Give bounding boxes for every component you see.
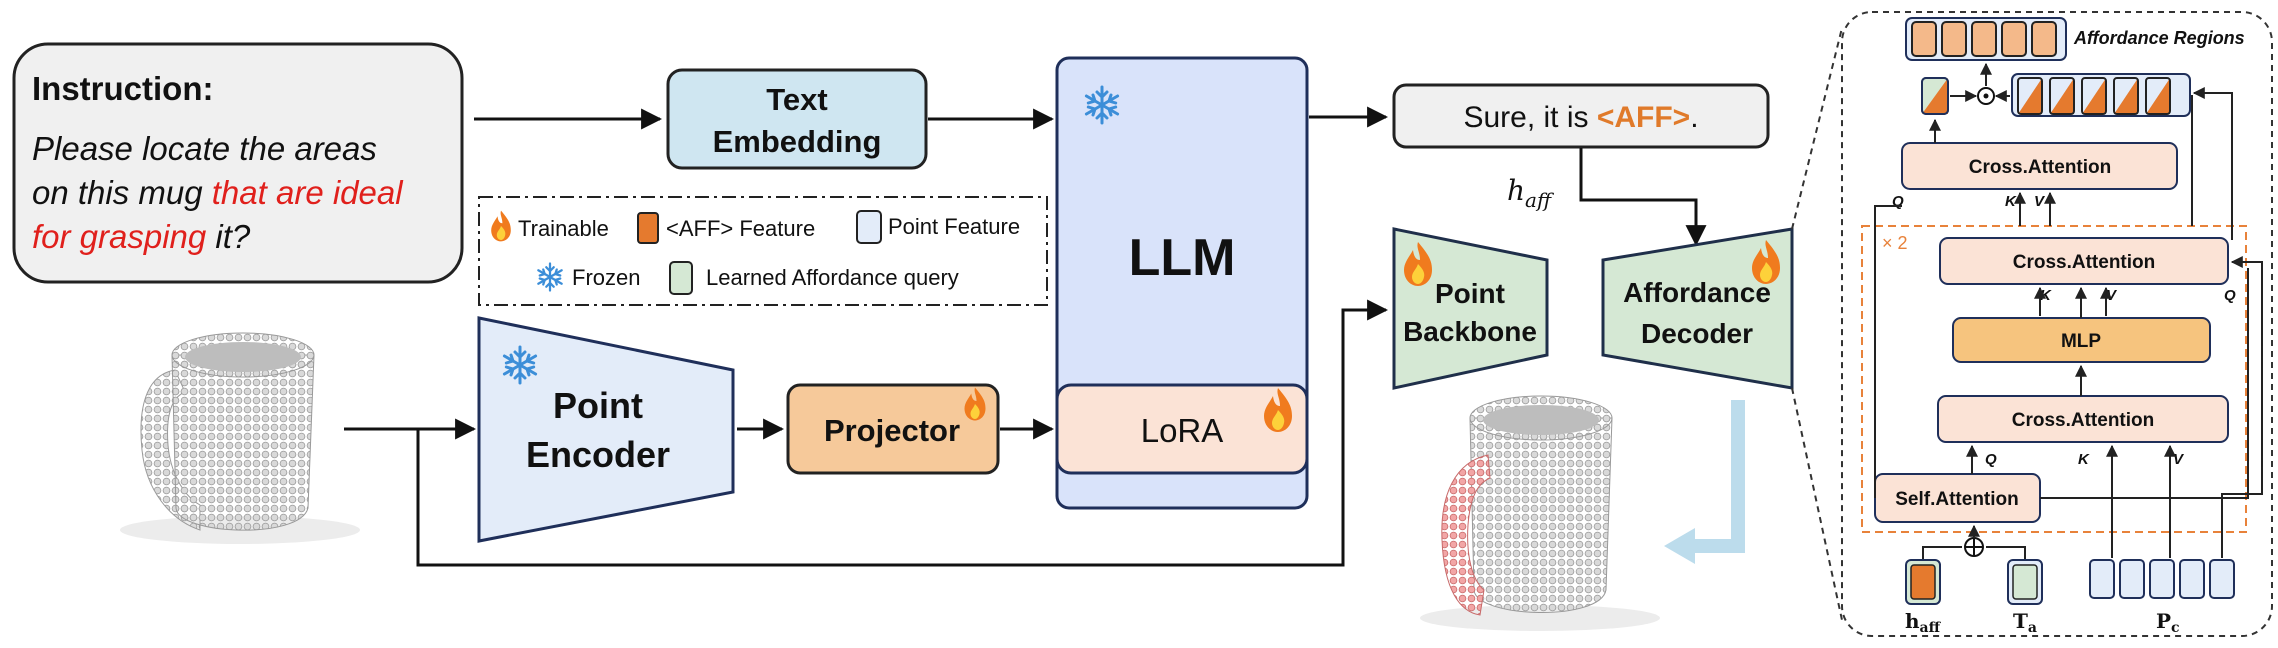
arrow-to-q-top [1874, 205, 1902, 498]
legend-point-feature-swatch [856, 210, 882, 244]
ta-input-token-fill [2012, 564, 2038, 600]
haff-output-token-light [1922, 78, 1948, 114]
ta-input-subscript: a [2028, 620, 2037, 636]
point-encoder-box: Point Encoder [477, 316, 735, 543]
llm-box: LLM LoRA [1055, 56, 1309, 510]
point-encoder-line-1: Point [553, 385, 643, 426]
mug-image [120, 332, 360, 544]
h-aff-label: haff [1507, 174, 1555, 212]
zoom-line-top [1791, 27, 1843, 230]
segmented-mug-image [1420, 395, 1660, 631]
ta-input-label: Ta [2013, 609, 2037, 636]
point-backbone-line-1: Point [1435, 278, 1505, 309]
cross-attention-bottom [1937, 395, 2229, 443]
projector-label: Projector [824, 413, 960, 448]
haff-input-subscript: aff [1920, 620, 1942, 636]
response-text: Sure, it is <AFF>. [1463, 101, 1698, 134]
instruction-line-2-prefix: on this mug [32, 174, 212, 211]
haff-input-label: haff [1905, 609, 1942, 636]
lora-label: LoRA [1141, 412, 1224, 449]
v-label-bottom: V [2173, 451, 2185, 468]
arrow-mug-to-backbone [416, 299, 1389, 567]
arrow-pc-to-q-middle [2221, 256, 2263, 558]
cross-attention-top-label: Cross.Attention [1969, 157, 2112, 178]
instruction-title: Instruction: [32, 70, 213, 107]
text-embedding-line-2: Embedding [713, 124, 882, 159]
legend-point-feature: Point Feature [888, 214, 1020, 239]
affordance-decoder-line-2: Decoder [1641, 318, 1753, 349]
k-label-bottom: K [2078, 451, 2090, 468]
projector-box: Projector [786, 383, 1000, 475]
instruction-line-3-suffix: it? [206, 218, 251, 255]
sum-icon-cross [1965, 538, 1983, 556]
point-encoder-line-2: Encoder [526, 434, 670, 475]
instruction-highlight-2: for grasping [32, 218, 207, 255]
response-prefix: Sure, it is [1463, 101, 1596, 134]
q-label-middle: Q [2224, 287, 2236, 304]
haff-input-token-fill [1910, 564, 1936, 600]
legend-frozen: Frozen [572, 265, 640, 290]
cross-attention-middle-label: Cross.Attention [2013, 252, 2156, 273]
cross-attention-middle [1939, 237, 2229, 285]
affordance-regions-title: Affordance Regions [2073, 28, 2245, 48]
affordance-decoder-box: Affordance Decoder [1601, 227, 1794, 390]
arrow-crossattn-mid-to-point-output [2192, 87, 2233, 240]
legend-aff-feature-swatch [637, 212, 659, 244]
instruction-line-2: on this mug that are ideal [32, 174, 404, 211]
legend-trainable: Trainable [518, 216, 609, 241]
instruction-line-1: Please locate the areas [32, 130, 377, 167]
pc-input-tokens [2089, 559, 2235, 599]
point-backbone-box: Point Backbone [1392, 227, 1549, 390]
decoder-detail-panel: Affordance Regions Cross.Attention Q K V… [1791, 11, 2273, 637]
k-label-middle: K [2040, 287, 2052, 304]
instruction-box: Instruction: Please locate the areas on … [12, 42, 464, 284]
instruction-highlight-1: that are ideal [212, 174, 404, 211]
legend-learned-query-swatch [669, 261, 693, 295]
k-label-top: K [2005, 193, 2017, 210]
dot-product-icon-center [1983, 93, 1989, 99]
cross-attention-top [1901, 142, 2178, 190]
pc-input-label: Pc [2156, 609, 2180, 636]
response-box: Sure, it is <AFF>. [1392, 83, 1770, 149]
text-embedding-box: Text Embedding [666, 68, 928, 170]
arrow-selfattn-residual [2040, 268, 2249, 499]
h-aff-subscript: aff [1525, 188, 1555, 212]
fire-icon [491, 210, 511, 242]
zoom-line-bottom [1791, 387, 1843, 621]
pc-input-subscript: c [2171, 620, 2180, 636]
cross-attention-bottom-label: Cross.Attention [2012, 410, 2155, 431]
q-label-top: Q [1892, 193, 1904, 210]
point-feature-output-tokens [2017, 77, 2171, 115]
q-label-bottom: Q [1985, 451, 1997, 468]
instruction-line-3: for grasping it? [32, 218, 251, 255]
line-haff-to-sum [1922, 546, 1962, 560]
legend-aff-feature: <AFF> Feature [666, 216, 815, 241]
line-ta-to-sum [1986, 546, 2026, 560]
affordance-decoder-line-1: Affordance [1623, 277, 1771, 308]
v-label-top: V [2034, 193, 2046, 210]
repeat-label: × 2 [1882, 233, 1908, 253]
arrow-haff-to-decoder [1579, 148, 1707, 247]
lora-box [1055, 383, 1309, 475]
self-attention-label: Self.Attention [1895, 489, 2019, 510]
point-backbone-line-2: Backbone [1403, 316, 1537, 347]
legend-learned-query: Learned Affordance query [706, 265, 959, 290]
mlp-label: MLP [2061, 331, 2101, 352]
text-embedding-line-1: Text [766, 82, 827, 117]
aff-token: <AFF> [1597, 101, 1690, 134]
output-arrow [1690, 400, 1745, 553]
legend: Trainable <AFF> Feature Point Feature Fr… [478, 196, 1048, 306]
affordance-region-tokens [1911, 21, 2057, 57]
llm-label: LLM [1129, 229, 1236, 287]
output-arrow-head [1664, 528, 1695, 564]
response-suffix: . [1690, 101, 1698, 134]
snowflake-icon [537, 262, 563, 292]
repeat-block [1861, 225, 2247, 533]
